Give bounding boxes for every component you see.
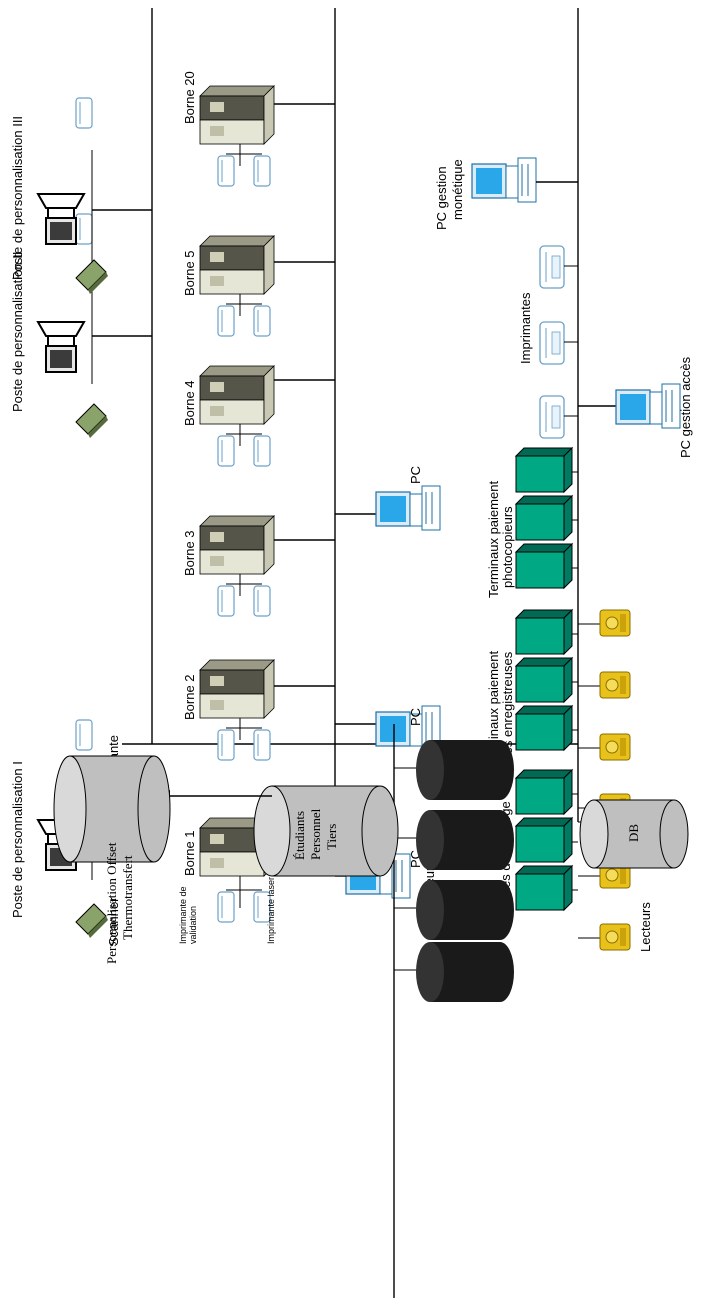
pc-gestion-monetique-label-1: PC gestion [434,166,449,230]
borne-label-2: Borne 2 [182,674,197,720]
borne-4 [200,366,335,466]
pc-3 [335,486,440,530]
poste-label-1: Poste de personnalisation I [10,761,25,918]
terminals-photocopieurs [516,448,578,588]
db-students-line-1: Étudiants [292,811,307,860]
validation-printer-label-1: Imprimante de [178,886,188,944]
borne-label-3: Borne 3 [182,530,197,576]
db-students [254,744,398,876]
terminal-group-label-3a: Terminaux paiement [486,481,501,598]
printer-icon [76,720,92,750]
printer-icon [76,214,92,244]
storage-array [394,740,514,1002]
poste-personnalisation-3 [38,98,152,294]
scanner-icon [76,404,108,438]
readers-label: Lecteurs [638,902,653,952]
db-students-line-3: Tiers [324,824,339,850]
borne-20 [200,86,335,186]
borne-3 [200,516,335,616]
pc-label-2: PC [408,708,423,726]
pc-gestion-monetique-label-2: monétique [450,159,465,220]
borne-2 [200,660,335,760]
db-main [578,744,688,868]
db-personalisation-line-1: Personnalisation Offset [104,842,119,964]
terminal-group-label-3b: photocopieurs [500,506,515,588]
db-personalisation-line-2: Thermotransfert [120,855,135,940]
borne-label-4: Borne 4 [182,380,197,426]
pc-gestion-monetique [472,158,578,202]
pc-label-3: PC [408,466,423,484]
readers [578,610,630,950]
terminals-caisses [516,610,578,750]
db-students-line-2: Personnel [308,808,323,860]
laser-printer-label: Imprimante laser [266,877,276,944]
poste-label-3: Poste de personnalisation III [10,116,25,280]
validation-printer-label-2: validation [188,906,198,944]
pc-gestion-acces [578,384,680,428]
printers-group [540,246,578,438]
scanner-icon [76,260,108,294]
printer-icon [76,98,92,128]
borne-label-5: Borne 5 [182,250,197,296]
borne-5 [200,236,335,336]
terminals-recharge [516,770,578,910]
printers-label: Imprimantes [518,292,533,364]
borne-label-1: Borne 1 [182,830,197,876]
pc-gestion-acces-label: PC gestion accès [678,356,693,458]
poste-personnalisation-2 [38,214,152,438]
borne-label-20: Borne 20 [182,71,197,124]
db-main-label: DB [626,824,641,842]
